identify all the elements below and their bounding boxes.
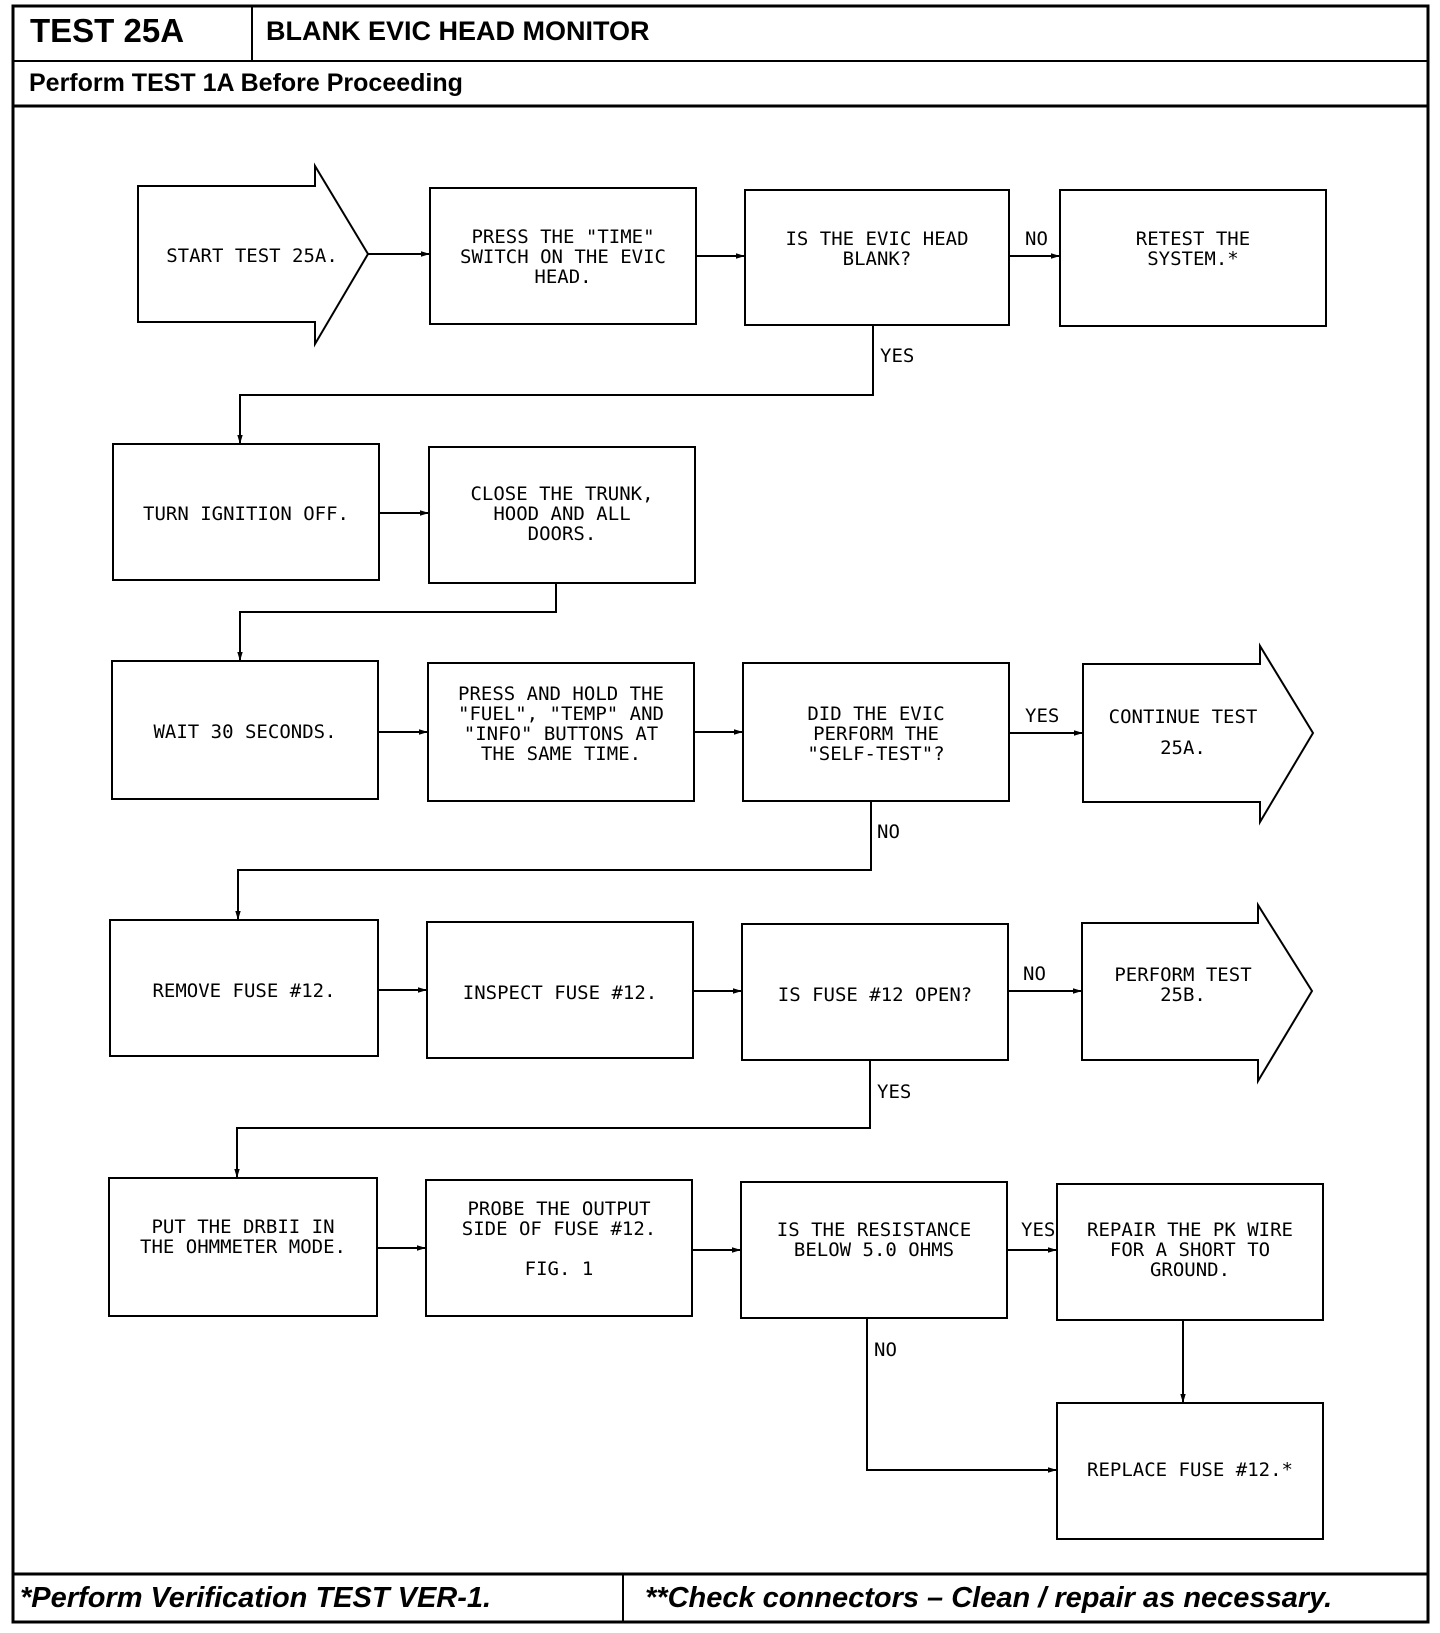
continue-test-label: CONTINUE TEST 25A. <box>1109 706 1258 759</box>
fuse-open-yes-arrow <box>234 1060 871 1178</box>
resistance-yes-label: YES <box>1021 1219 1055 1241</box>
self-test-question-line: PERFORM THE <box>813 723 939 745</box>
press-time-label-line: PRESS THE "TIME" <box>471 226 654 248</box>
blank-no-label: NO <box>1025 228 1048 250</box>
start-arrow-label-line: START TEST 25A. <box>166 245 338 267</box>
replace-fuse-label-line: REPLACE FUSE #12.* <box>1087 1459 1293 1481</box>
close-to-wait-arrow <box>237 583 557 661</box>
repair-wire-label-line: REPAIR THE PK WIRE <box>1087 1219 1293 1241</box>
repair-wire-label-line: GROUND. <box>1150 1259 1230 1281</box>
test-id: TEST 25A <box>30 12 185 49</box>
resistance-question-line: IS THE RESISTANCE <box>777 1219 971 1241</box>
evic-blank-question-line: BLANK? <box>843 248 912 270</box>
self-test-no-label: NO <box>877 821 900 843</box>
press-hold-label: PRESS AND HOLD THE"FUEL", "TEMP" AND"INF… <box>458 683 664 765</box>
probe-label-line: FIG. 1 <box>525 1258 594 1280</box>
close-trunk-label-line: CLOSE THE TRUNK, <box>470 483 653 505</box>
self-test-no-arrow <box>235 801 872 920</box>
perform-25b-label-line: PERFORM TEST <box>1114 964 1251 986</box>
ohmmeter-label-line: THE OHMMETER MODE. <box>140 1236 346 1258</box>
press-time-label-line: HEAD. <box>534 266 591 288</box>
press-hold-label-line: "FUEL", "TEMP" AND <box>458 703 664 725</box>
close-trunk-label-line: HOOD AND ALL <box>493 503 630 525</box>
wait-label: WAIT 30 SECONDS. <box>153 721 336 743</box>
replace-fuse-label: REPLACE FUSE #12.* <box>1087 1459 1293 1481</box>
footer-connectors-note: **Check connectors – Clean / repair as n… <box>645 1582 1333 1614</box>
repair-wire-box <box>1056 1183 1324 1321</box>
resistance-question-line: BELOW 5.0 OHMS <box>794 1239 954 1261</box>
start-arrow-label: START TEST 25A. <box>166 245 338 267</box>
retest-box <box>1059 189 1327 327</box>
resistance-no-arrow <box>866 1318 1057 1473</box>
retest-label-line: RETEST THE <box>1136 228 1250 250</box>
continue-test-label-line: 25A. <box>1160 737 1206 759</box>
ohmmeter-label-line: PUT THE DRBII IN <box>151 1216 334 1238</box>
page-subtitle: Perform TEST 1A Before Proceeding <box>29 69 463 97</box>
page-title: BLANK EVIC HEAD MONITOR <box>266 16 650 46</box>
press-hold-label-line: THE SAME TIME. <box>481 743 641 765</box>
wait-label-line: WAIT 30 SECONDS. <box>153 721 336 743</box>
resistance-no-label: NO <box>874 1339 897 1361</box>
continue-test-label-line: CONTINUE TEST <box>1109 706 1258 728</box>
press-time-label-line: SWITCH ON THE EVIC <box>460 246 666 268</box>
fuse-open-yes-label: YES <box>877 1081 911 1103</box>
ignition-off-label-line: TURN IGNITION OFF. <box>143 503 349 525</box>
remove-fuse-label: REMOVE FUSE #12. <box>152 980 335 1002</box>
start-arrow-shape <box>137 162 370 348</box>
blank-yes-arrow <box>237 325 874 444</box>
remove-fuse-label-line: REMOVE FUSE #12. <box>152 980 335 1002</box>
fuse-open-question: IS FUSE #12 OPEN? <box>778 984 972 1006</box>
continue-arrow-shape <box>1082 642 1315 826</box>
fuse-open-no-label: NO <box>1023 963 1046 985</box>
self-test-question-line: "SELF-TEST"? <box>807 743 944 765</box>
evic-blank-decision-box <box>744 189 1010 326</box>
press-hold-label-line: "INFO" BUTTONS AT <box>464 723 658 745</box>
perform-25b-label-line: 25B. <box>1160 984 1206 1006</box>
press-hold-label-line: PRESS AND HOLD THE <box>458 683 664 705</box>
inspect-fuse-label: INSPECT FUSE #12. <box>463 982 657 1004</box>
perform-25b-arrow-shape <box>1081 901 1314 1085</box>
evic-blank-question-line: IS THE EVIC HEAD <box>785 228 968 250</box>
ignition-off-label: TURN IGNITION OFF. <box>143 503 349 525</box>
remove-fuse-box <box>109 919 379 1057</box>
close-trunk-box <box>428 446 696 584</box>
fuse-open-question-line: IS FUSE #12 OPEN? <box>778 984 972 1006</box>
self-test-yes-label: YES <box>1025 705 1059 727</box>
repair-wire-label-line: FOR A SHORT TO <box>1110 1239 1270 1261</box>
wait-box <box>111 660 379 800</box>
inspect-fuse-label-line: INSPECT FUSE #12. <box>463 982 657 1004</box>
probe-label-line: SIDE OF FUSE #12. <box>462 1218 656 1240</box>
retest-label-line: SYSTEM.* <box>1147 248 1239 270</box>
footer-verification-note: *Perform Verification TEST VER-1. <box>20 1582 492 1614</box>
close-trunk-label-line: DOORS. <box>528 523 597 545</box>
blank-yes-label: YES <box>880 345 914 367</box>
probe-label-line: PROBE THE OUTPUT <box>467 1198 650 1220</box>
self-test-question-line: DID THE EVIC <box>807 703 944 725</box>
page-frame <box>11 4 1430 1624</box>
